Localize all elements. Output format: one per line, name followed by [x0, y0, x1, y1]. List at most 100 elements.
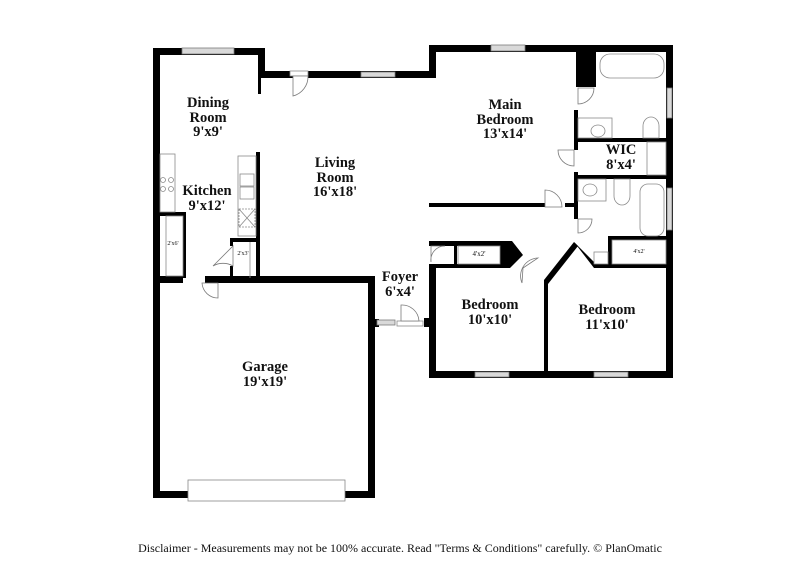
wall-foyer-jamb-right: [424, 318, 436, 327]
wall-bedrooms-south: [429, 371, 673, 378]
wall-utility-top: [230, 238, 258, 242]
label-bedroom-2-closet: 4'x2': [462, 251, 496, 258]
closet-size: 4'x2': [472, 250, 486, 258]
wall-pantry-top: [160, 212, 184, 216]
window-main-bath: [666, 87, 673, 119]
wall-wic-bottom: [576, 175, 668, 179]
label-bedroom-2: Bedroom 10'x10': [450, 298, 530, 327]
window-dining: [181, 47, 235, 55]
wall-main-step: [429, 45, 436, 78]
wall-west-upper: [153, 48, 160, 276]
door-garage: [201, 282, 219, 299]
wall-utility-jamb2: [230, 266, 233, 278]
main-bathtub: [599, 53, 665, 79]
door-utility: [212, 245, 234, 267]
wall-utility-jamb1: [230, 238, 233, 246]
room-size: 16'x18': [312, 184, 358, 200]
room-name: Garage: [242, 359, 288, 375]
room-name: Bedroom: [476, 111, 534, 128]
wall-angle-left: [544, 242, 578, 284]
label-garage: Garage 19'x19': [225, 360, 305, 389]
room-name: Room: [189, 109, 227, 126]
closet-size: 4'x2': [633, 249, 645, 255]
wall-main-south: [429, 203, 545, 207]
wall-living-north: [258, 71, 435, 78]
wall-main-south-right: [565, 203, 577, 207]
room-name: Living: [314, 155, 356, 171]
label-kitchen: Kitchen 9'x12': [174, 184, 240, 213]
wall-bedroom3-north: [594, 264, 668, 268]
wall-garage-west: [153, 276, 160, 498]
hall-sink: [582, 183, 598, 197]
room-name: WIC: [605, 142, 637, 158]
label-utility-closet: 2'x3': [231, 251, 255, 257]
closet2-shelf: [457, 245, 501, 265]
window-hall-bath: [666, 187, 673, 231]
closet3-shelf: [611, 239, 667, 265]
main-sink: [590, 124, 606, 138]
room-name: Bedroom: [461, 297, 519, 313]
room-size: 9'x12': [188, 197, 226, 214]
label-dining-room: Dining Room 9'x9': [172, 96, 244, 140]
wall-hallbath-south: [608, 236, 668, 240]
room-size: 6'x4': [385, 283, 415, 300]
door-frame-back: [289, 70, 309, 77]
wall-garage-north: [205, 276, 375, 283]
window-main-bedroom: [490, 44, 526, 52]
wall-closet3-west: [608, 236, 612, 268]
wall-main-north: [429, 45, 673, 52]
label-main-bedroom: Main Bedroom 13'x14': [460, 98, 550, 142]
pantry-shelf: [165, 215, 184, 277]
disclaimer-text: Disclaimer - Measurements may not be 100…: [138, 541, 662, 555]
room-name: Bedroom: [578, 302, 636, 318]
hall-toilet: [613, 178, 631, 206]
sink-basin: [239, 173, 255, 187]
closet-size: 2'x3': [237, 251, 249, 257]
label-pantry-closet: 2'x6': [163, 241, 183, 247]
door-back: [292, 75, 309, 97]
counter-left: [159, 153, 176, 213]
room-size: 11'x10': [585, 316, 629, 333]
wall-bedroom2-closet-top: [429, 241, 509, 246]
room-name: Main: [488, 97, 522, 113]
door-frame-front: [396, 320, 424, 327]
door-main-bedroom: [544, 189, 563, 208]
label-living-room: Living Room 16'x18': [295, 156, 375, 200]
window-bedroom2: [474, 371, 510, 378]
wall-dining-step: [258, 48, 265, 76]
door-wic: [557, 149, 575, 167]
wall-wic-top: [576, 138, 668, 142]
door-closet2: [430, 245, 446, 263]
wall-main-east-mid: [574, 110, 578, 150]
wall-dining-east-stub: [258, 72, 261, 94]
window-foyer: [376, 319, 396, 326]
room-size: 10'x10': [467, 311, 513, 328]
door-bedroom2: [520, 257, 540, 284]
wall-bedroom2-north: [429, 264, 509, 268]
room-name: Dining: [187, 95, 229, 111]
stove-burner: [168, 186, 174, 192]
wall-angle-right: [574, 242, 598, 268]
room-size: 9'x9': [193, 124, 223, 140]
linen-closet: [593, 251, 609, 265]
label-foyer: Foyer 6'x4': [374, 270, 426, 299]
door-main-bath: [577, 87, 595, 105]
wall-hallbath-west: [574, 207, 578, 219]
door-hall-bath: [577, 218, 593, 234]
label-bedroom-3: Bedroom 11'x10': [567, 303, 647, 332]
main-toilet: [642, 116, 660, 139]
closet-size: 2'x6': [167, 241, 179, 247]
garage-door: [187, 479, 346, 502]
door-front: [400, 304, 420, 322]
room-size: 8'x4': [606, 156, 636, 173]
wall-kitchen-east: [256, 152, 260, 278]
room-size: 19'x19': [242, 373, 288, 390]
window-living: [360, 71, 396, 78]
wall-bedroom2-closet-block: [500, 241, 523, 268]
label-bedroom-3-closet: 4'x2': [622, 249, 656, 255]
window-bedroom3: [593, 371, 629, 378]
wall-garage-north-left: [153, 276, 183, 283]
wall-pantry-side: [183, 212, 186, 278]
stove-burner: [160, 186, 166, 192]
room-size: 13'x14': [482, 126, 528, 142]
